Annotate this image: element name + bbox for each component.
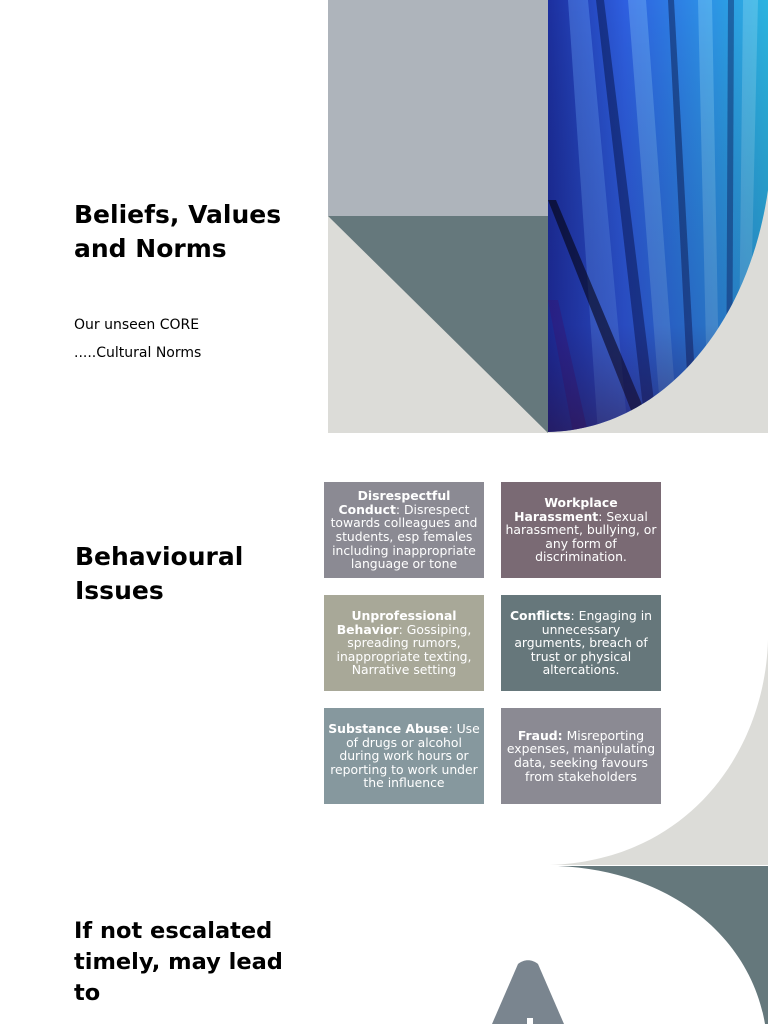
issue-body: Sexual harassment, bullying, or any form… (505, 508, 657, 565)
slate-triangle (328, 216, 548, 433)
issue-heading: Workplace Harassment (514, 495, 618, 524)
warning-icon-mark (527, 1018, 533, 1024)
issue-separator: : (398, 621, 407, 637)
issue-heading: Unprofessional Behavior (336, 608, 457, 637)
issue-heading: Fraud: (517, 727, 563, 743)
issue-separator: : (395, 501, 404, 517)
issue-box-fraud: Fraud: Misreporting expenses, manipulati… (501, 708, 661, 804)
issue-box-disrespectful-conduct: Disrespectful Conduct: Disrespect toward… (324, 482, 484, 578)
issue-body: Gossiping, spreading rumors, inappropria… (336, 621, 472, 678)
issue-heading: Substance Abuse (328, 721, 449, 737)
issue-body: Disrespect towards colleagues and studen… (330, 501, 478, 572)
issue-heading: Disrespectful Conduct (338, 488, 451, 517)
warning-icon (492, 960, 564, 1024)
slide2-title: Behavioural Issues (75, 542, 244, 605)
slide2-decoration (550, 640, 768, 865)
issue-box-unprofessional-behavior: Unprofessional Behavior: Gossiping, spre… (324, 595, 484, 691)
issue-body: Misreporting expenses, manipulating data… (506, 727, 656, 784)
slide1-subtitle-line1: Our unseen CORE (74, 317, 200, 333)
grey-square (328, 0, 548, 216)
issue-separator: : (570, 608, 579, 624)
issue-box-workplace-harassment: Workplace Harassment: Sexual harassment,… (501, 482, 661, 578)
slate-curve (558, 866, 768, 1024)
issue-body: Engaging in unnecessary arguments, breac… (514, 608, 653, 678)
slide1-title: Beliefs, Values and Norms (74, 200, 282, 263)
issue-box-substance-abuse: Substance Abuse: Use of drugs or alcohol… (324, 708, 484, 804)
issue-heading: Conflicts (509, 608, 571, 624)
slide3-decoration (492, 866, 768, 1024)
issue-separator: : (448, 721, 457, 737)
slide3-title: If not escalated timely, may lead to (74, 918, 283, 1006)
slide1-subtitle-line2: .....Cultural Norms (74, 345, 202, 361)
issue-separator: : (598, 508, 607, 524)
issue-body: Use of drugs or alcohol during work hour… (330, 721, 480, 791)
slide1-artwork (328, 0, 768, 433)
issue-box-conflicts: Conflicts: Engaging in unnecessary argum… (501, 595, 661, 691)
